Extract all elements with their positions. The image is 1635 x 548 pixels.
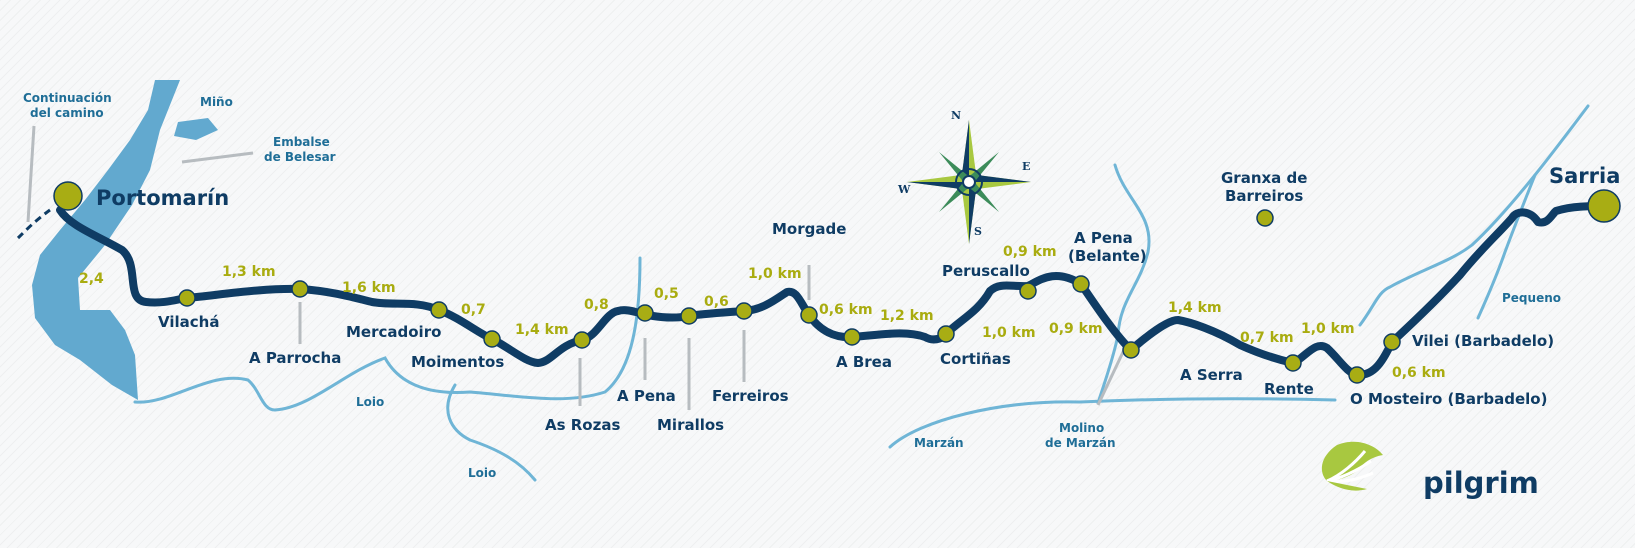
granxa-label-2: Barreiros	[1225, 187, 1303, 205]
distance-9: 1,0 km	[748, 266, 802, 282]
distance-17: 1,0 km	[1301, 321, 1355, 337]
stop-apena-belante-1: A Pena	[1074, 229, 1133, 247]
mino-label: Miño	[200, 95, 233, 109]
compass-w: W	[897, 183, 911, 196]
scallop-shell-icon	[1321, 441, 1383, 491]
stop-apena-belante-2: (Belante)	[1068, 247, 1147, 265]
leader-molino	[1096, 349, 1126, 406]
stop-moimentos: Moimentos	[411, 353, 504, 371]
sarria-title: Sarria	[1549, 164, 1620, 188]
distance-7: 0,5	[654, 286, 679, 302]
distance-11: 1,2 km	[880, 308, 934, 324]
stop-cortinas: Cortiñas	[940, 350, 1011, 368]
stop-rente: Rente	[1264, 380, 1314, 398]
marzan-tributary	[1096, 163, 1151, 405]
distance-4: 0,7	[461, 302, 486, 318]
stop-vilacha-marker	[178, 289, 196, 307]
stop-mirallos-marker	[680, 307, 698, 325]
distance-16: 0,7 km	[1240, 330, 1294, 346]
stop-abrea-marker	[843, 328, 861, 346]
distance-1: 2,4	[79, 271, 104, 287]
stop-morgade-marker	[800, 306, 818, 324]
distance-2: 1,3 km	[222, 264, 276, 280]
pequeno-river	[1476, 173, 1537, 320]
stop-mosteiro: O Mosteiro (Barbadelo)	[1350, 390, 1547, 408]
continuacion-label-1: Continuación	[23, 91, 112, 105]
mino-inlet	[174, 118, 218, 140]
granxa-label-1: Granxa de	[1221, 169, 1307, 187]
stop-aserra: A Serra	[1180, 366, 1243, 384]
leader-continuacion	[26, 125, 36, 223]
continuacion-label-2: del camino	[30, 106, 104, 120]
brand-name: pilgrim	[1423, 466, 1539, 500]
loio-label-1: Loio	[356, 395, 384, 409]
pequeno-label: Pequeno	[1502, 291, 1561, 305]
stop-mercadoiro: Mercadoiro	[346, 323, 441, 341]
loio-branch	[446, 383, 537, 482]
stop-asrozas: As Rozas	[545, 416, 620, 434]
distance-10: 0,6 km	[819, 302, 873, 318]
stop-granxa-marker	[1256, 209, 1274, 227]
distance-15: 1,4 km	[1168, 300, 1222, 316]
distance-12: 1,0 km	[982, 325, 1036, 341]
stop-moimentos-marker	[483, 330, 501, 348]
stop-peruscallo: Peruscallo	[942, 262, 1030, 280]
distance-18: 0,6 km	[1392, 365, 1446, 381]
stop-apena-marker	[636, 304, 654, 322]
loio-label-2: Loio	[468, 466, 496, 480]
loio-river	[133, 256, 642, 412]
stop-ferreiros-marker	[735, 302, 753, 320]
distance-5: 1,4 km	[515, 322, 569, 338]
stop-vilei: Vilei (Barbadelo)	[1412, 332, 1554, 350]
stop-molino-marker	[1122, 341, 1140, 359]
stop-apena: A Pena	[617, 387, 676, 405]
marzan-river	[888, 397, 1337, 449]
compass-e: E	[1022, 160, 1030, 173]
portomarin-title: Portomarín	[96, 186, 229, 210]
compass-rose-icon	[907, 120, 1031, 244]
distance-6: 0,8	[584, 297, 609, 313]
stop-apena-belante-marker	[1072, 275, 1090, 293]
distance-3: 1,6 km	[342, 280, 396, 296]
stop-vilacha: Vilachá	[158, 313, 219, 331]
route-continuation	[16, 208, 51, 240]
embalse-label-1: Embalse	[273, 135, 330, 149]
compass-n: N	[951, 109, 961, 122]
marzan-label: Marzán	[914, 436, 964, 450]
stop-abrea: A Brea	[836, 353, 892, 371]
sarria-river	[1358, 104, 1590, 327]
distance-13: 0,9 km	[1003, 244, 1057, 260]
stop-peruscallo-marker	[1019, 282, 1037, 300]
stop-cortinas-marker	[937, 325, 955, 343]
stop-mosteiro-marker	[1348, 366, 1366, 384]
distance-8: 0,6	[704, 294, 729, 310]
compass-s: S	[974, 225, 982, 238]
stop-vilei-marker	[1383, 333, 1401, 351]
stop-rente-marker	[1284, 354, 1302, 372]
stop-asrozas-marker	[573, 331, 591, 349]
stop-morgade: Morgade	[772, 220, 846, 238]
camino-route	[56, 202, 1612, 379]
embalse-label-2: de Belesar	[264, 150, 336, 164]
stop-parrocha-marker	[291, 280, 309, 298]
molino-label-1: Molino	[1059, 421, 1104, 435]
molino-label-2: de Marzán	[1045, 436, 1116, 450]
distance-14: 0,9 km	[1049, 321, 1103, 337]
portomarin-marker	[53, 181, 83, 211]
sarria-marker	[1587, 189, 1621, 223]
stop-mirallos: Mirallos	[657, 416, 724, 434]
leader-embalse	[181, 151, 254, 164]
stop-ferreiros: Ferreiros	[712, 387, 789, 405]
stop-mercadoiro-marker	[430, 301, 448, 319]
stop-parrocha: A Parrocha	[249, 349, 341, 367]
